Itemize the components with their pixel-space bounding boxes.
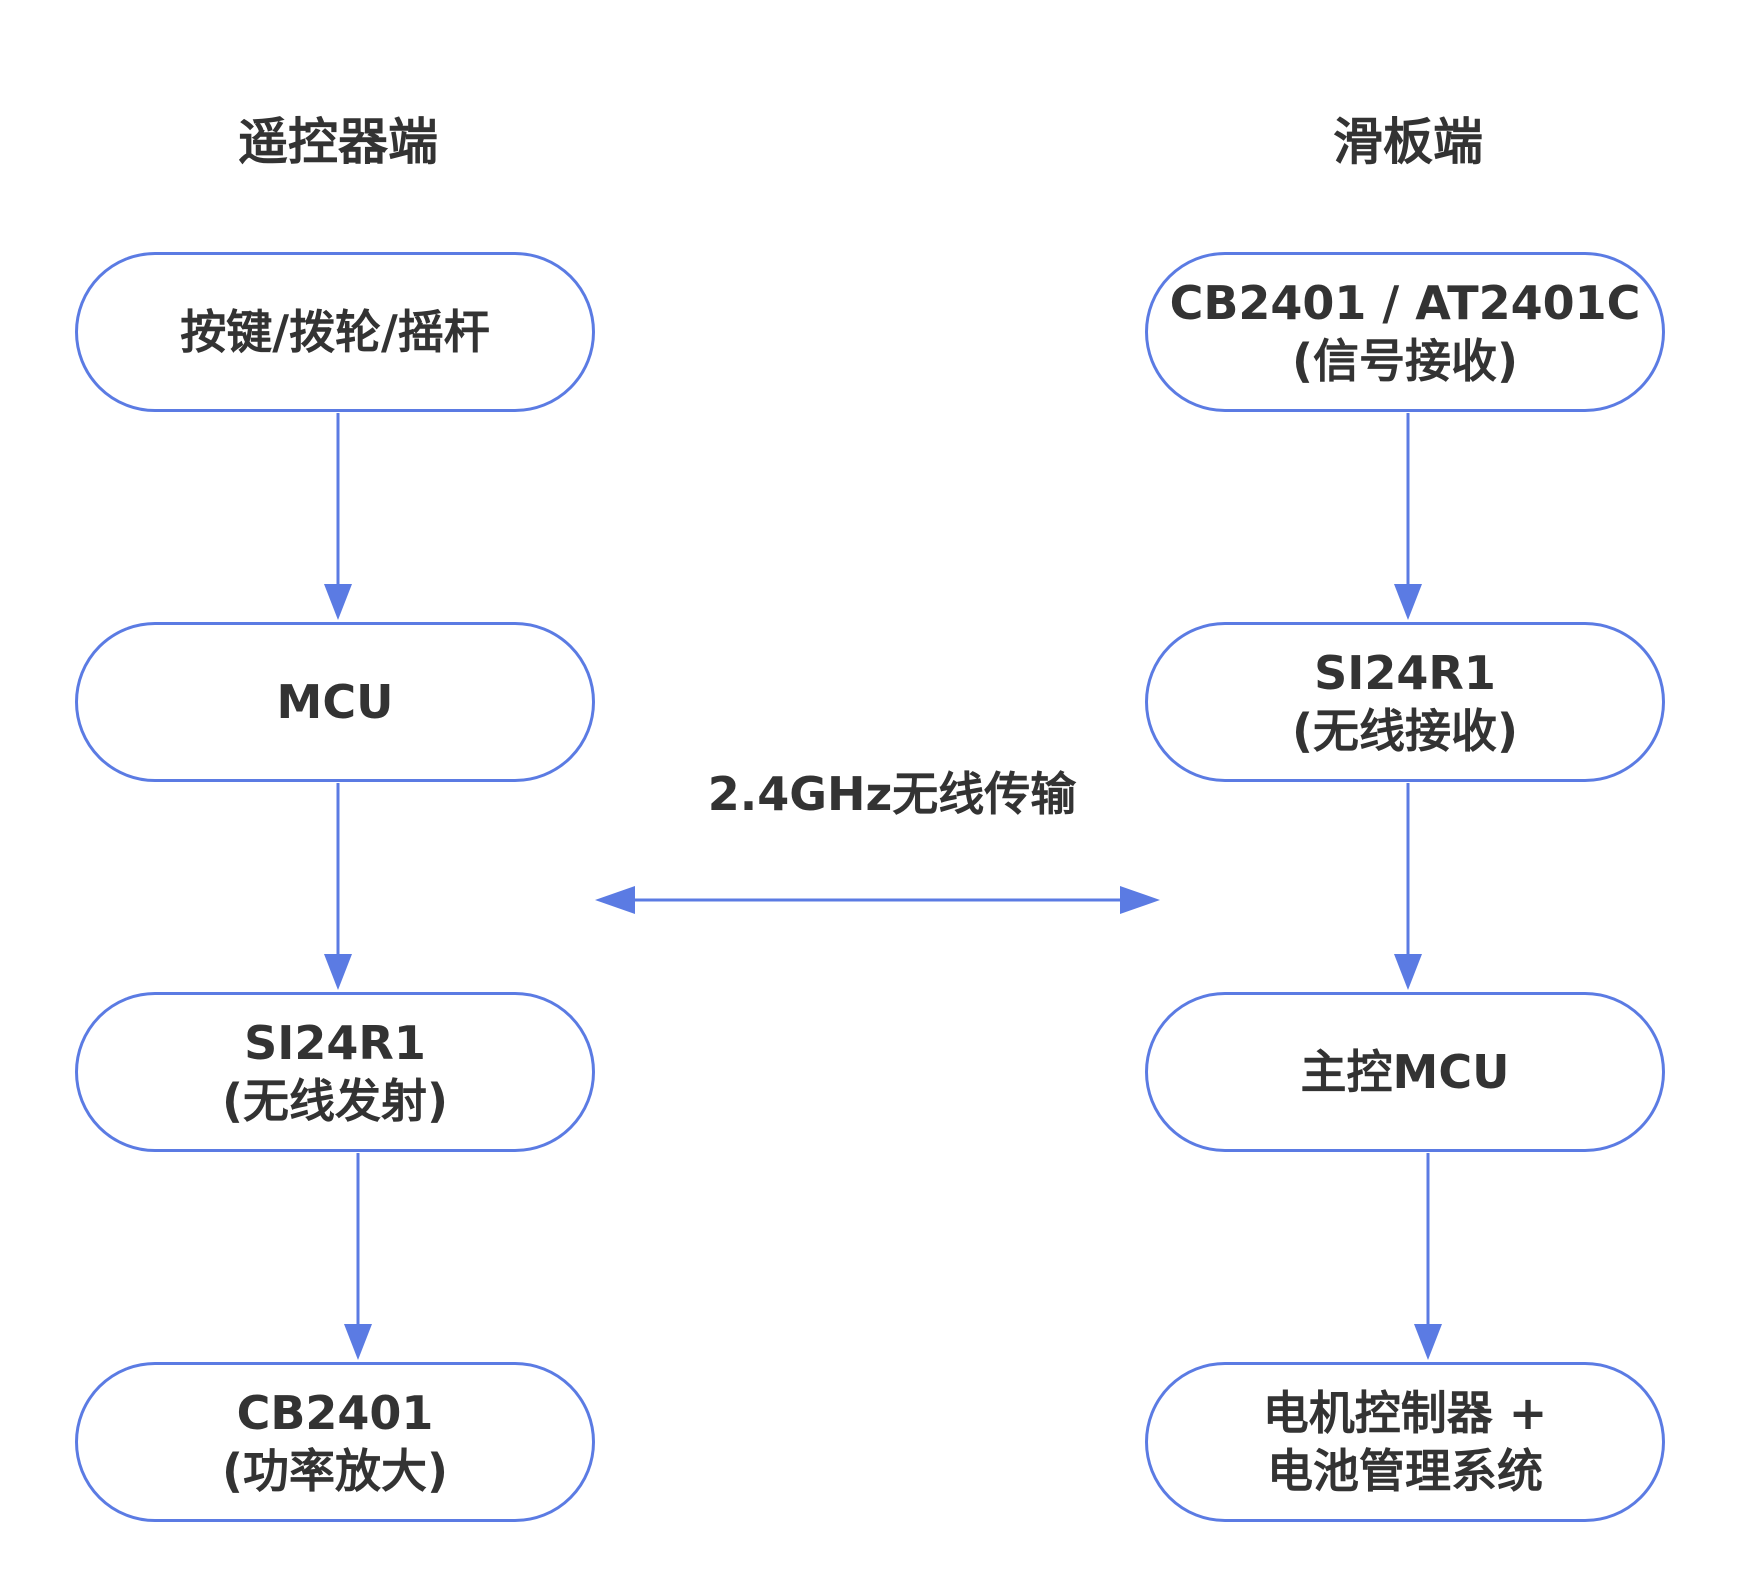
node-remote-cb2401-line1: CB2401 [236,1386,434,1440]
left-arrow-3 [344,1153,372,1360]
node-remote-si24r1-line2: (无线发射) [221,1074,449,1128]
node-remote-si24r1-line1: SI24R1 [244,1016,426,1070]
node-remote-mcu: MCU [75,622,595,782]
node-board-motor-bms-line1: 电机控制器 + [1262,1386,1548,1440]
node-board-si24r1: SI24R1 (无线接收) [1145,622,1665,782]
node-board-si24r1-line1: SI24R1 [1314,646,1496,700]
node-input-controls-line1: 按键/拨轮/摇杆 [180,305,490,359]
node-input-controls: 按键/拨轮/摇杆 [75,252,595,412]
right-arrow-1 [1394,413,1422,620]
node-remote-si24r1: SI24R1 (无线发射) [75,992,595,1152]
wireless-link-arrow [595,886,1160,914]
node-board-main-mcu-line1: 主控MCU [1300,1045,1510,1099]
node-board-si24r1-line2: (无线接收) [1291,704,1519,758]
node-board-main-mcu: 主控MCU [1145,992,1665,1152]
node-board-receiver-pa: CB2401 / AT2401C (信号接收) [1145,252,1665,412]
node-board-receiver-pa-line2: (信号接收) [1291,334,1519,388]
right-arrow-2 [1394,783,1422,990]
node-board-motor-bms-line2: 电池管理系统 [1267,1444,1543,1498]
node-remote-cb2401: CB2401 (功率放大) [75,1362,595,1522]
node-remote-mcu-line1: MCU [276,675,394,729]
remote-side-title: 遥控器端 [238,113,438,171]
board-side-title: 滑板端 [1333,113,1483,171]
node-board-motor-bms: 电机控制器 + 电池管理系统 [1145,1362,1665,1522]
wireless-link-label: 2.4GHz无线传输 [707,767,1077,821]
left-arrow-1 [324,413,352,620]
node-board-receiver-pa-line1: CB2401 / AT2401C [1169,276,1641,330]
right-arrow-3 [1414,1153,1442,1360]
left-arrow-2 [324,783,352,990]
node-remote-cb2401-line2: (功率放大) [221,1444,449,1498]
